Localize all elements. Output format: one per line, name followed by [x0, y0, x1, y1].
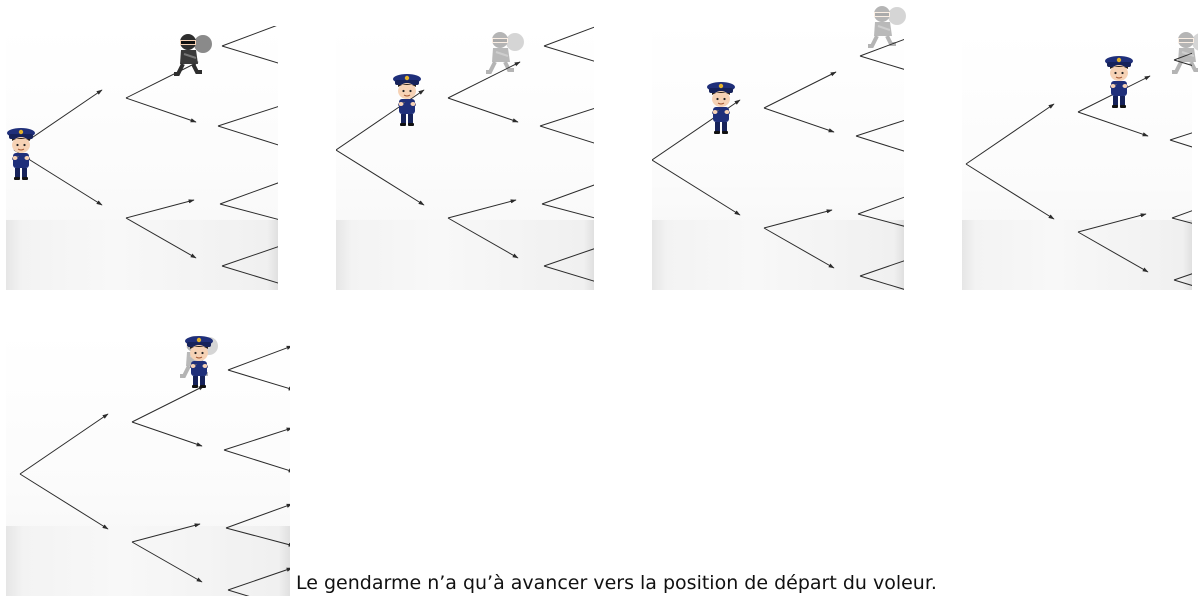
diagram-panel-step-3 — [652, 20, 904, 290]
decision-tree — [962, 30, 1192, 290]
decision-tree — [6, 26, 278, 290]
police-officer-icon — [1104, 55, 1134, 108]
decision-tree — [336, 26, 594, 290]
police-officer-icon — [184, 335, 214, 389]
thief-icon — [172, 32, 214, 76]
thief-ghost-icon — [484, 30, 526, 74]
caption-text: Le gendarme n’a qu’à avancer vers la pos… — [296, 572, 937, 594]
diagram-panel-step-1 — [6, 26, 278, 290]
panel-shadow — [6, 220, 278, 290]
diagram-panel-step-4 — [962, 30, 1192, 290]
decision-tree — [652, 20, 904, 290]
panel-shadow — [962, 220, 1192, 290]
police-officer-icon — [706, 81, 736, 135]
police-officer-icon — [6, 127, 36, 181]
police-officer-icon — [392, 73, 422, 127]
decision-tree — [6, 330, 290, 596]
diagram-panel-step-5 — [6, 330, 290, 596]
thief-ghost-icon — [1170, 30, 1198, 74]
thief-ghost-icon — [866, 4, 908, 48]
panel-shadow — [652, 220, 904, 290]
diagram-panel-step-2 — [336, 26, 594, 290]
panel-shadow — [336, 220, 594, 290]
